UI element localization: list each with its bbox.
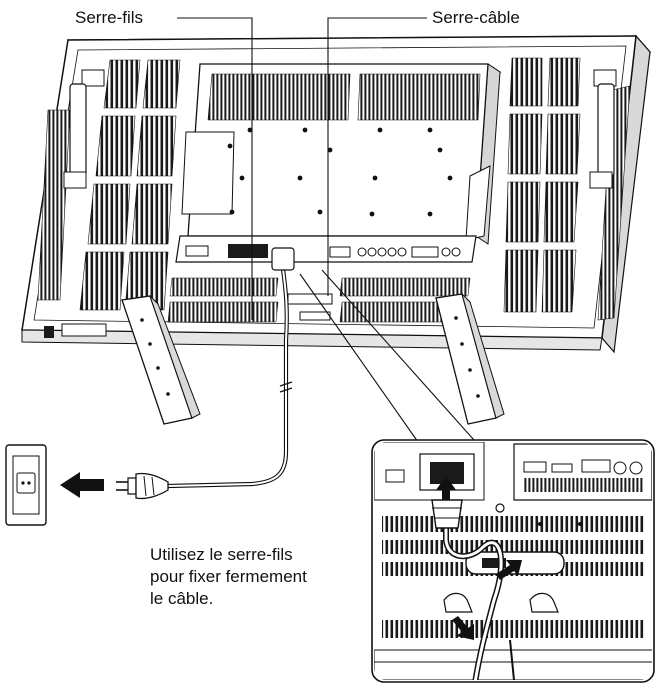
- arrow-diagonal-icon: [452, 616, 474, 640]
- wire-clamp-slot: [299, 311, 331, 321]
- vent-block: [103, 59, 141, 109]
- input-connectors: [329, 246, 461, 258]
- vent-block: [167, 301, 279, 323]
- module-vent: [357, 73, 481, 121]
- carry-handle-right: [589, 69, 617, 189]
- arrow-left-icon: [60, 472, 104, 498]
- instruction-line: pour fixer fermement: [150, 567, 307, 586]
- stand-right: [434, 292, 505, 425]
- inset-connector: [523, 461, 547, 473]
- inset-cord-clamp: [529, 592, 559, 613]
- vent-block: [142, 59, 181, 109]
- inset-vent: [382, 516, 644, 532]
- inset-power-cord-core: [444, 512, 503, 680]
- left-vent-grid: [37, 59, 181, 311]
- cord-clamp-label: Serre-fils: [75, 8, 144, 27]
- label-leader-lines: [177, 17, 427, 320]
- stand-screw-holes: [454, 316, 480, 398]
- power-plug-icon: [116, 472, 169, 500]
- module-side-panel: [465, 165, 491, 241]
- cord-clamp-leader: [177, 17, 253, 320]
- inset-rear-switch: [385, 469, 405, 483]
- carry-handle-left: [63, 69, 105, 189]
- instruction-text: Utilisez le serre-fils pour fixer fermem…: [150, 544, 307, 610]
- stand-left: [120, 295, 201, 425]
- stand-foot-side: [461, 292, 505, 419]
- cable-clamp-label: Serre-câble: [432, 8, 520, 27]
- mounting-holes: [227, 127, 453, 217]
- right-vent-grid: [503, 57, 631, 321]
- handle-bracket: [589, 171, 613, 189]
- vent-block: [503, 249, 539, 313]
- vent-block: [95, 115, 136, 177]
- lower-vent-band: [167, 277, 471, 323]
- vent-strip-right: [597, 85, 631, 321]
- handle-bracket: [63, 171, 87, 189]
- inset-vent: [524, 478, 644, 492]
- rear-port-block: [44, 326, 54, 338]
- instruction-line: le câble.: [150, 589, 214, 608]
- vent-block: [541, 249, 577, 313]
- cord-break-mark: [279, 381, 293, 393]
- handle-bar: [597, 83, 615, 177]
- vent-block: [507, 113, 543, 175]
- stand-screw-holes: [140, 318, 170, 396]
- center-module: [175, 63, 502, 263]
- vent-block: [136, 115, 177, 177]
- vent-block: [505, 181, 541, 243]
- inset-connector: [581, 459, 611, 473]
- outlet-socket: [16, 472, 36, 494]
- arrow-diagonal-icon: [496, 560, 522, 580]
- zoom-inset: [371, 439, 655, 683]
- ac-inlet: [228, 244, 268, 258]
- vent-block: [547, 57, 581, 107]
- inset-cable-clamp-slot: [482, 558, 506, 568]
- inset-power-plug: [431, 499, 463, 529]
- vent-block: [545, 113, 581, 175]
- instruction-line: Utilisez le serre-fils: [150, 545, 293, 564]
- rear-port-block: [61, 323, 107, 337]
- vent-strip-left: [37, 109, 71, 301]
- wall-outlet-icon: [5, 444, 47, 526]
- vent-block: [79, 251, 125, 311]
- cable-clamp-leader: [327, 17, 427, 296]
- vent-block: [169, 277, 279, 297]
- stand-foot-side: [149, 295, 201, 419]
- inset-vent: [382, 620, 644, 638]
- wire-clamp-slot: [287, 293, 333, 305]
- vent-block: [509, 57, 543, 107]
- power-cord-core: [167, 261, 288, 487]
- cord-inlet-plug: [271, 247, 295, 271]
- handle-bar: [69, 83, 87, 177]
- inset-connector: [551, 463, 573, 473]
- inset-ac-inlet: [430, 462, 464, 484]
- inset-cord-tip: [509, 639, 515, 680]
- vent-block: [124, 251, 169, 311]
- inset-cord-clamp: [443, 592, 473, 613]
- arrow-up-icon: [436, 476, 456, 500]
- handle-bracket: [81, 69, 105, 87]
- zoom-lines: [299, 269, 475, 443]
- vent-block: [543, 181, 579, 243]
- module-plate: [181, 131, 235, 215]
- vent-block: [87, 183, 131, 245]
- vent-block: [131, 183, 173, 245]
- module-vent: [207, 73, 351, 121]
- ac-switch: [185, 245, 209, 257]
- vent-block: [339, 277, 471, 297]
